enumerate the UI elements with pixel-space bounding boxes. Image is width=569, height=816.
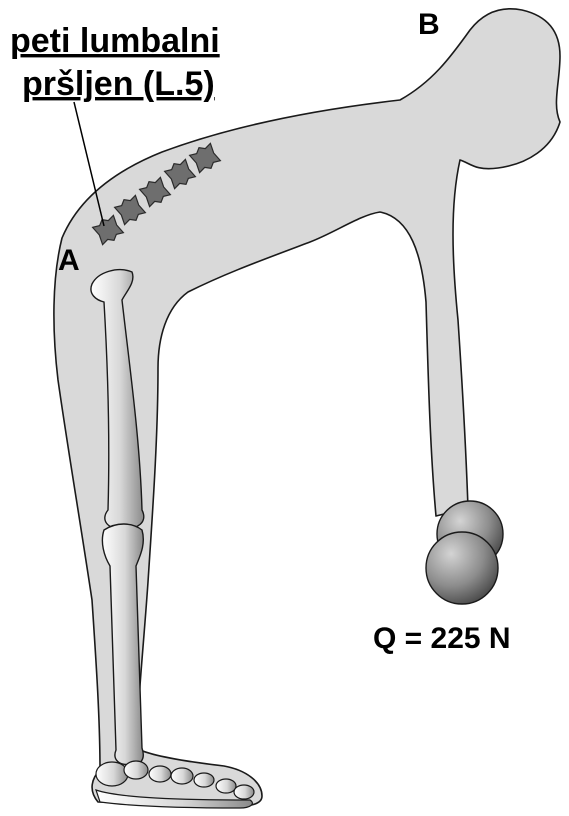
load-label: Q = 225 N: [373, 622, 511, 655]
dumbbell-icon: [426, 501, 503, 604]
vertebra-label-line2: pršljen (L.5): [22, 65, 215, 103]
vertebra-label-line1: peti lumbalni: [10, 22, 220, 60]
point-b-label: B: [418, 8, 440, 41]
point-a-label: A: [58, 244, 80, 277]
